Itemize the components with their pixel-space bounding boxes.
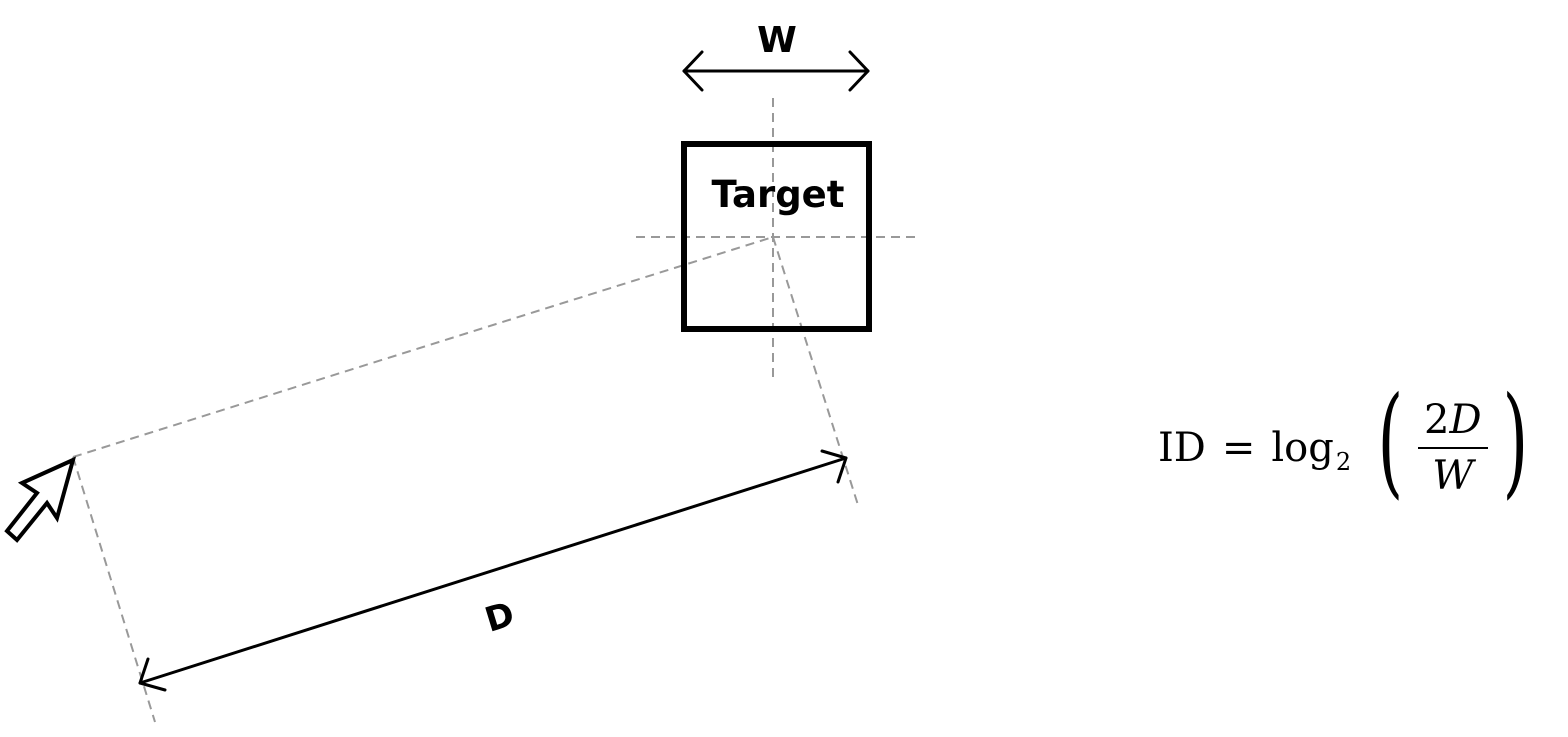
formula-equals: = [1221,425,1256,471]
distance-arrowhead-end [820,449,848,484]
width-arrowhead-right [848,50,870,92]
target-label: Target [712,173,845,216]
target-extension-guide [772,236,859,506]
formula-fraction: 2D W [1417,397,1488,499]
cursor-to-target-guide [72,236,774,458]
formula-denominator: W [1432,453,1474,499]
width-label: W [757,20,797,61]
width-arrow [682,50,870,92]
formula-right-paren: ) [1502,372,1528,511]
distance-arrowhead-start [138,657,167,692]
formula-numerator: 2D [1417,397,1488,449]
formula-numerator-var: D [1449,397,1482,443]
formula-log-base: 2 [1335,448,1352,476]
formula-left-paren: ( [1377,372,1404,511]
cursor-arrow-icon [4,456,77,543]
target-box [681,141,872,332]
distance-arrow [138,449,848,692]
width-arrowhead-left [682,50,704,92]
formula-lhs: ID [1158,425,1206,471]
fitts-formula: ID = log 2 ( 2D W ) [1158,378,1538,518]
formula-numerator-coef: 2 [1423,397,1450,443]
formula-log: log [1271,425,1334,471]
distance-label: D [480,594,519,641]
